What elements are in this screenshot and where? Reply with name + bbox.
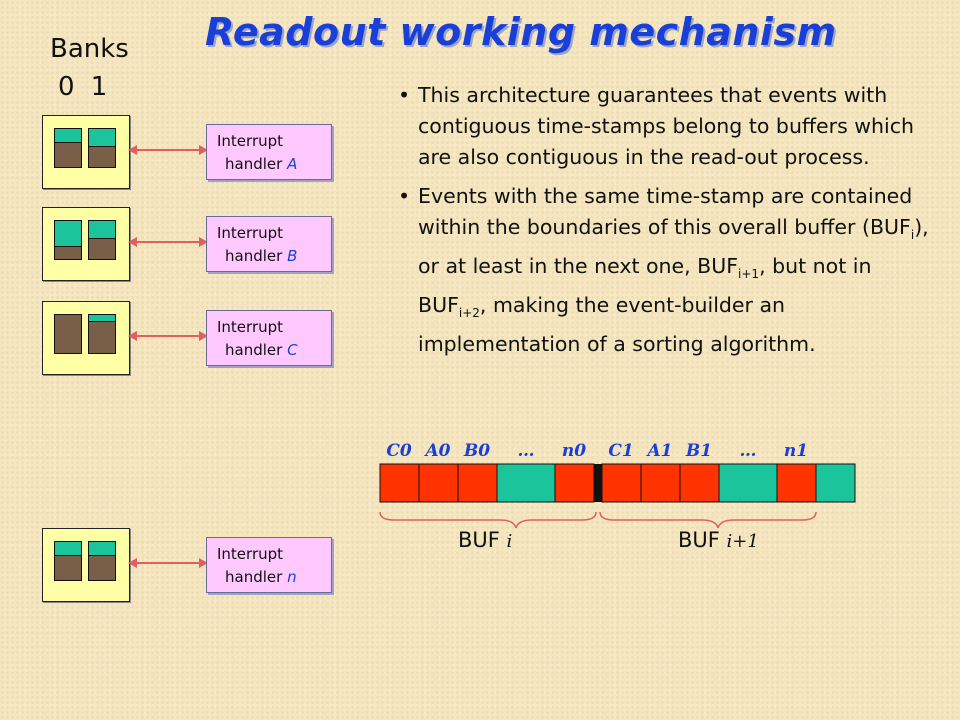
- buffer-segment: [601, 463, 642, 503]
- interrupt-handler-n: Interrupt handler n: [206, 537, 332, 593]
- handler-letter: B: [287, 247, 298, 265]
- bank-1-fill: [89, 542, 115, 556]
- brace-buf-i1: [599, 511, 817, 529]
- bullet-dot-icon: •: [398, 83, 411, 107]
- handler-label: Interrupt: [217, 318, 284, 336]
- double-arrow-icon: [128, 237, 208, 247]
- segment-label: A0: [423, 441, 450, 461]
- buffer-segment: [379, 463, 420, 503]
- segment-label: …: [740, 441, 757, 461]
- bank-0-fill: [55, 129, 81, 143]
- buf-i-label: BUF i: [458, 528, 512, 552]
- bank-1-fill: [89, 315, 115, 322]
- buffer-segment: [457, 463, 498, 503]
- buffer-segment: [640, 463, 681, 503]
- bank-group-c: [42, 301, 130, 375]
- segment-label: B1: [685, 441, 712, 461]
- segment-label: A1: [645, 441, 672, 461]
- banks-label: Banks: [50, 34, 129, 64]
- double-arrow-icon: [128, 145, 208, 155]
- bullet-text: , making the event-builder an implementa…: [418, 293, 816, 357]
- segment-label: B0: [463, 441, 490, 461]
- buf-label-sub: i+1: [726, 531, 759, 552]
- bank-0-cell: [54, 220, 82, 260]
- subscript: i+2: [458, 306, 480, 321]
- buffer-segment: [418, 463, 459, 503]
- buffer-segment: [554, 463, 595, 503]
- bank-0-cell: [54, 314, 82, 354]
- bullet-dot-icon: •: [398, 184, 411, 208]
- segment-label: C0: [386, 441, 412, 461]
- buffer-diagram: C0 A0 B0 … n0 C1 A1 B1 … n1: [379, 441, 856, 529]
- segment-label: …: [518, 441, 535, 461]
- interrupt-handler-c: Interrupt handler C: [206, 310, 332, 366]
- segment-label: C1: [608, 441, 633, 461]
- bullet-text: ), or at least in the next one, BUF: [418, 215, 929, 279]
- bullet-text: Events with the same time-stamp are cont…: [418, 184, 913, 239]
- buffer-segment: [776, 463, 817, 503]
- bank-group-a: [42, 115, 130, 189]
- interrupt-handler-b: Interrupt handler B: [206, 216, 332, 272]
- bullet-text: , but not in BUF: [418, 254, 872, 318]
- slide-title: Readout working mechanism: [205, 10, 837, 54]
- bank-1-fill: [89, 221, 115, 239]
- bullet-item: • Events with the same time-stamp are co…: [398, 181, 946, 360]
- buf-label-sub: i: [506, 531, 513, 552]
- handler-label: Interrupt: [217, 545, 284, 563]
- buf-label-text: BUF: [458, 528, 500, 552]
- handler-letter: n: [287, 568, 297, 586]
- bank-1-fill: [89, 129, 115, 147]
- buffer-segment: [679, 463, 720, 503]
- buf-i1-label: BUF i+1: [678, 528, 759, 552]
- handler-letter: C: [287, 341, 298, 359]
- bank-1-cell: [88, 541, 116, 581]
- double-arrow-icon: [128, 558, 208, 568]
- bank-0-cell: [54, 128, 82, 168]
- bank-group-b: [42, 207, 130, 281]
- handler-label: handler: [225, 568, 283, 586]
- brace-buf-i: [379, 511, 597, 529]
- handler-label: handler: [225, 155, 283, 173]
- buffer-segment: [496, 463, 556, 503]
- bank-0-cell: [54, 541, 82, 581]
- handler-label: handler: [225, 341, 283, 359]
- bank-numbers: 0 1: [58, 72, 108, 102]
- bank-0-fill: [55, 542, 81, 556]
- subscript: i+1: [738, 267, 760, 282]
- bullet-item: • This architecture guarantees that even…: [398, 80, 946, 173]
- bullet-list: • This architecture guarantees that even…: [398, 80, 946, 368]
- handler-label: Interrupt: [217, 132, 284, 150]
- double-arrow-icon: [128, 331, 208, 341]
- bank-group-n: [42, 528, 130, 602]
- buffer-segment: [815, 463, 856, 503]
- handler-label: Interrupt: [217, 224, 284, 242]
- buffer-separator: [594, 464, 602, 502]
- bank-0-fill: [55, 221, 81, 247]
- bank-1-cell: [88, 220, 116, 260]
- buf-label-text: BUF: [678, 528, 720, 552]
- interrupt-handler-a: Interrupt handler A: [206, 124, 332, 180]
- bank-1-cell: [88, 128, 116, 168]
- bank-1-cell: [88, 314, 116, 354]
- subscript: i: [910, 228, 915, 243]
- handler-letter: A: [287, 155, 298, 173]
- bullet-text: This architecture guarantees that events…: [418, 83, 915, 169]
- segment-label: n0: [562, 441, 586, 461]
- buffer-segment: [718, 463, 778, 503]
- handler-label: handler: [225, 247, 283, 265]
- segment-label: n1: [784, 441, 808, 461]
